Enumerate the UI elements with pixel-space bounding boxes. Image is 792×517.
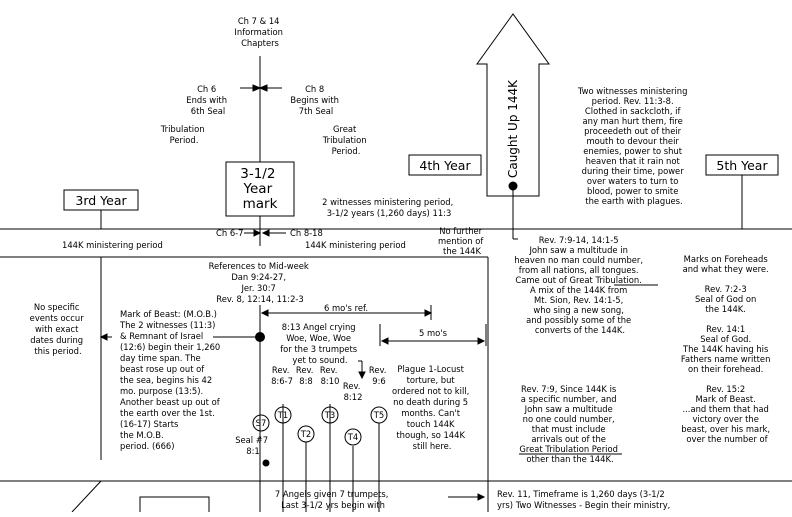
ch-6-7-arrowhead: [253, 229, 262, 237]
seal-seven-dot: [262, 459, 270, 467]
six-mos-arrow-left: [260, 309, 269, 317]
midpoint-dot: [255, 332, 265, 342]
third-year-label: 3rd Year: [75, 193, 127, 208]
since-144k-text: Rev. 7:9, Since 144K is a specific numbe…: [519, 384, 620, 464]
bottom-left-bracket: [71, 480, 102, 513]
caught-up-label: Caught Up 144K: [506, 79, 520, 178]
marks-text: Marks on Foreheads and what they were. R…: [681, 254, 773, 444]
trumpet-badge-t1: [274, 406, 292, 424]
trumpet-badge-t2: [297, 425, 315, 443]
trumpet-label-t1: T1: [277, 410, 288, 420]
seal-seven-label: Seal #7 8:1: [235, 435, 271, 456]
rev-label-t3: Rev. 8:10: [320, 365, 340, 386]
rev-label-t1: Rev. 8:6-7: [271, 365, 293, 386]
five-mos-arrow-left: [380, 337, 389, 345]
six-mos-label: 6 mo's ref.: [324, 303, 368, 313]
two-witnesses-period: 2 witnesses ministering period, 3-1/2 ye…: [322, 197, 456, 218]
caught-up-arrow: [476, 13, 550, 197]
seal-seven-badge: [252, 414, 270, 432]
mid-week-references: References to Mid-week Dan 9:24-27, Jer.…: [209, 261, 312, 304]
seven-angels-arrowhead: [477, 493, 486, 501]
rev-label-t4: Rev. 8:12: [343, 381, 363, 402]
tribulation-label: Tribulation Period.: [160, 124, 207, 145]
trumpet-label-t3: T3: [324, 410, 335, 420]
midpoint-label: 3-1/2 Year mark: [240, 166, 279, 212]
timeframe-text: Rev. 11, Timeframe is 1,260 days (3-1/2 …: [497, 489, 670, 510]
trumpet-label-t2: T2: [300, 429, 311, 439]
ch8-label: Ch 8 Begins with 7th Seal: [290, 84, 341, 116]
ch8-arrowhead: [258, 84, 268, 92]
angel-arrowhead: [358, 371, 366, 380]
trumpet-badge-t3: [321, 406, 339, 424]
multitude-text: Rev. 7:9-14, 14:1-5 John saw a multitude…: [514, 235, 645, 335]
great-tribulation-label: Great Tribulation Period.: [322, 124, 369, 156]
trumpet-badge-t4: [344, 428, 362, 446]
two-witnesses-text: Two witnesses ministering period. Rev. 1…: [577, 86, 690, 206]
ch-8-18-label: Ch 8-18: [290, 228, 323, 238]
ch6-arrowhead: [252, 84, 262, 92]
no-specific-events: No specific events occur with exact date…: [30, 302, 87, 356]
six-mos-arrow-right: [424, 309, 433, 317]
seal-seven-badge-label: S7: [256, 418, 267, 428]
plague-text: Plague 1-Locust torture, but ordered not…: [392, 364, 472, 451]
five-mos-arrow-right: [477, 337, 486, 345]
info-chapters-label: Ch 7 & 14 Information Chapters: [234, 16, 285, 48]
mark-of-beast-text: Mark of Beast: (M.O.B.) The 2 witnesses …: [119, 309, 223, 451]
fourth-year-label: 4th Year: [419, 158, 471, 173]
ministering-period-left: 144K ministering period: [62, 240, 163, 250]
bottom-left-bracket-2: [139, 496, 210, 512]
angel-crying-text: 8:13 Angel crying Woe, Woe, Woe for the …: [280, 322, 360, 365]
fifth-year-label: 5th Year: [716, 158, 768, 173]
ministering-period-right: 144K ministering period: [305, 240, 406, 250]
rev-label-t5: Rev. 9:6: [369, 365, 389, 386]
five-mos-label: 5 mo's: [419, 328, 447, 338]
no-further-mention: No further mention of the 144K: [438, 226, 486, 256]
trumpet-label-t4: T4: [347, 432, 358, 442]
fourth-year-box: [408, 154, 482, 176]
trumpet-badge-t5: [370, 406, 388, 424]
rev-label-t2: Rev. 8:8: [296, 365, 316, 386]
no-specific-arrowhead: [99, 333, 108, 341]
trumpet-label-t5: T5: [373, 410, 384, 420]
seven-angels-text: 7 Angels given 7 trumpets, Last 3-1/2 yr…: [275, 489, 391, 510]
caught-up-dot: [508, 181, 518, 191]
ch-8-18-arrowhead: [261, 229, 270, 237]
ch-6-7-label: Ch 6-7: [216, 228, 244, 238]
ch6-label: Ch 6 Ends with 6th Seal: [186, 84, 229, 116]
